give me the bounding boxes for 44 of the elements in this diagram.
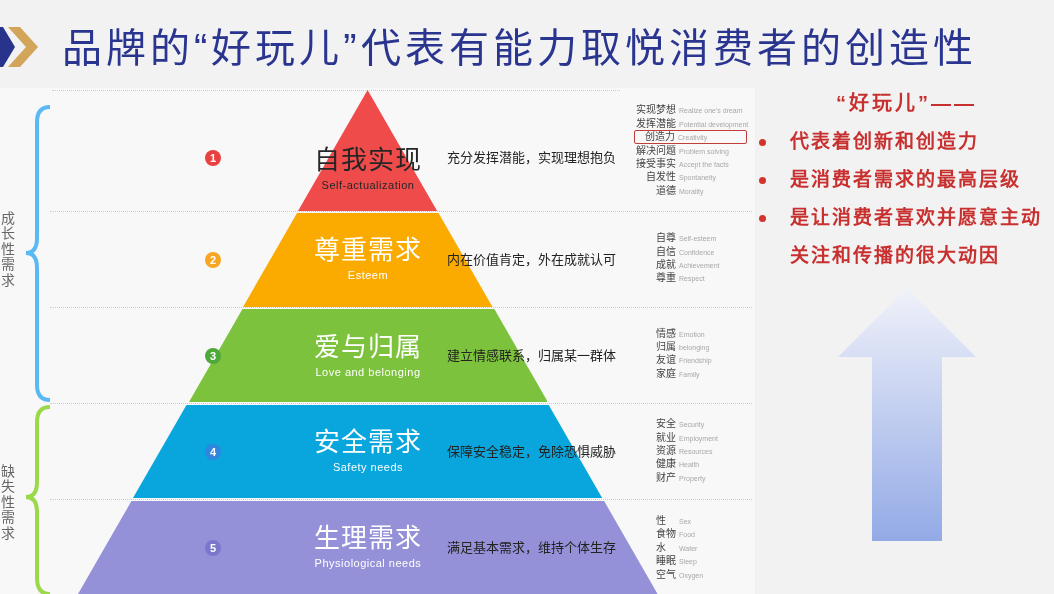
need-item: 自尊 xyxy=(656,232,676,244)
need-item: 水 xyxy=(656,542,666,554)
tier-subtitle: Love and belonging xyxy=(315,365,421,379)
need-item: 自信 xyxy=(656,246,676,258)
need-item: 食物 xyxy=(656,528,676,540)
need-item: 归属 xyxy=(656,341,676,353)
tier-title: 爱与归属 xyxy=(314,332,422,362)
need-item: 创造力 xyxy=(645,131,675,143)
page-title: 品牌的“好玩儿”代表有能力取悦消费者的创造性 xyxy=(62,25,977,72)
bullet-text: 是让消费者喜欢并愿意主动关注和传播的很大动因 xyxy=(790,205,1043,268)
need-item: 资源 xyxy=(656,445,676,457)
bullet-text: 是消费者需求的最高层级 xyxy=(790,168,1022,192)
tier-description: 保障安全稳定，免除恐惧威胁 xyxy=(447,444,616,460)
side-label: 成长性需求 xyxy=(1,211,15,288)
tier-title: 尊重需求 xyxy=(314,235,422,265)
need-item: 性 xyxy=(656,515,666,527)
pyramid-tier xyxy=(78,501,658,594)
need-item: 友谊 xyxy=(656,354,676,366)
need-item: 尊重 xyxy=(656,272,676,284)
need-item: 自发性 xyxy=(646,171,676,183)
need-item: 接受事实 xyxy=(636,158,676,170)
need-item: 道德 xyxy=(656,185,676,197)
tier-title: 生理需求 xyxy=(314,523,422,553)
need-item: 安全 xyxy=(656,418,676,430)
side-label: 缺失性需求 xyxy=(1,464,15,541)
need-item: 财产 xyxy=(656,472,676,484)
need-item: 睡眠 xyxy=(656,555,676,567)
tier-subtitle: Physiological needs xyxy=(314,556,422,570)
highlight-frame xyxy=(634,130,747,144)
need-item: 实现梦想 xyxy=(636,104,676,116)
need-item: 健康 xyxy=(656,458,676,470)
need-item: 成就 xyxy=(656,259,676,271)
need-item: 情感 xyxy=(656,328,676,340)
tier-title: 安全需求 xyxy=(314,427,422,457)
bullet-text: 代表着创新和创造力 xyxy=(790,130,980,154)
panel-heading: “好玩儿”—— xyxy=(836,91,977,115)
tier-subtitle: Safety needs xyxy=(332,460,404,474)
need-item: 空气 xyxy=(656,569,676,581)
tier-subtitle: Self-actualization xyxy=(321,178,415,192)
tier-description: 充分发挥潜能，实现理想抱负 xyxy=(447,150,616,166)
tier-description: 满足基本需求，维持个体生存 xyxy=(447,540,616,556)
need-item: 就业 xyxy=(656,432,676,444)
need-item: 家庭 xyxy=(656,368,676,380)
tier-subtitle: Esteem xyxy=(347,268,389,282)
